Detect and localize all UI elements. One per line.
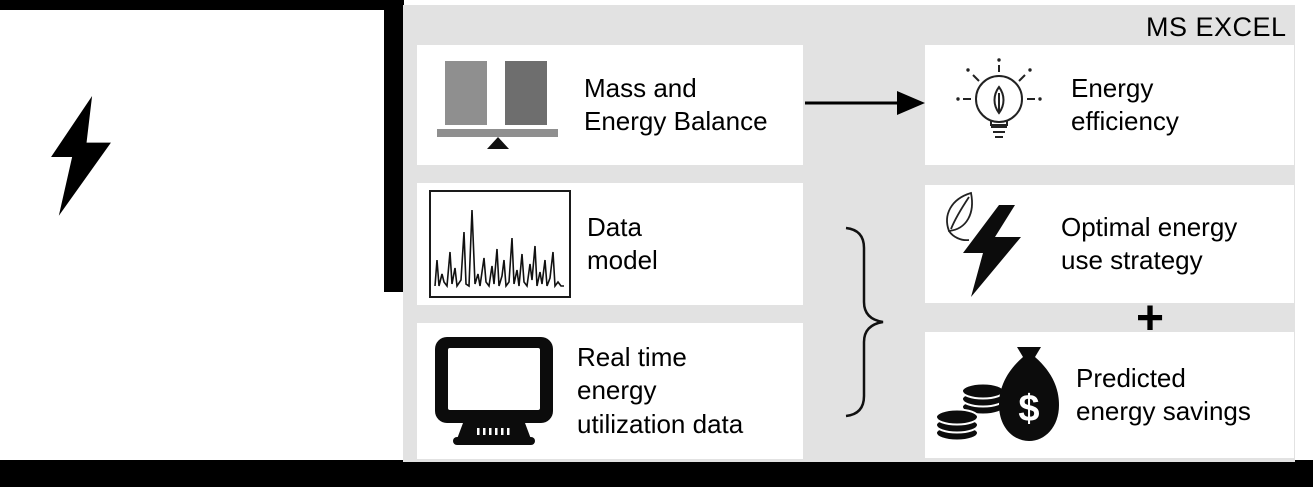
output-box-optimal-energy: Optimal energy use strategy <box>925 185 1294 303</box>
money-bag-coins-icon: $ <box>931 345 1066 445</box>
input-box-mass-energy-balance: Mass and Energy Balance <box>417 45 803 165</box>
leaf-lightning-icon <box>937 189 1045 299</box>
arrow-right-icon <box>803 87 927 119</box>
svg-text:$: $ <box>1018 388 1039 430</box>
lightning-bolt-icon <box>40 96 122 218</box>
balance-scale-icon <box>435 59 560 151</box>
monitor-icon <box>433 335 555 447</box>
vertical-black-bar <box>384 0 404 292</box>
output-box-energy-efficiency: Energy efficiency <box>925 45 1294 165</box>
input-box-real-time-data: Real time energy utilization data <box>417 323 803 459</box>
signal-chart-icon <box>429 190 571 298</box>
input-box-data-model: Data model <box>417 183 803 305</box>
bottom-black-bar <box>0 460 1313 487</box>
input-box-label: Data model <box>587 211 658 275</box>
top-black-bar <box>0 0 404 10</box>
curly-brace-icon <box>836 226 888 418</box>
panel-title: MS EXCEL <box>1146 12 1287 42</box>
input-box-label: Real time energy utilization data <box>577 342 744 439</box>
output-box-label: Predicted energy savings <box>1076 362 1251 426</box>
output-box-predicted-savings: $ Predicted energy savings <box>925 332 1294 458</box>
output-box-label: Optimal energy use strategy <box>1061 211 1238 275</box>
input-box-label: Mass and Energy Balance <box>584 72 768 136</box>
eco-bulb-icon <box>953 57 1045 153</box>
output-box-label: Energy efficiency <box>1071 72 1179 136</box>
